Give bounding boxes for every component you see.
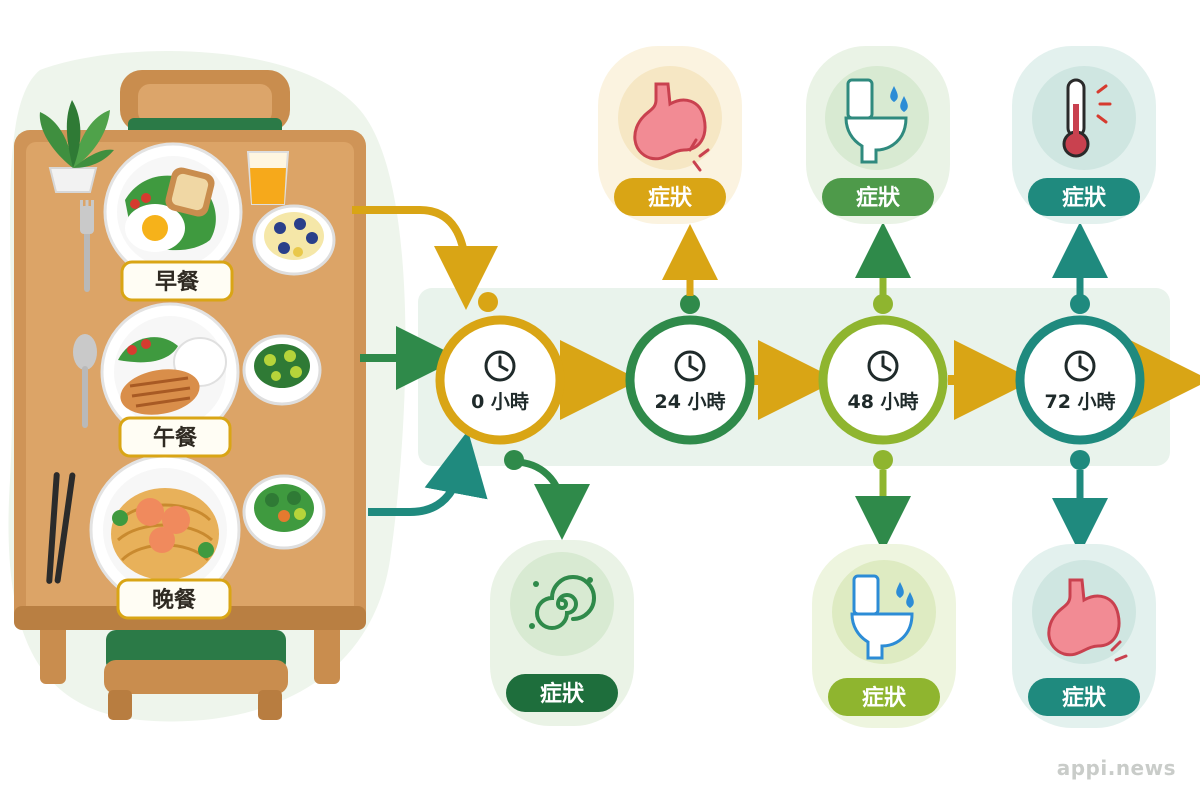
- connector-48h-up: [855, 222, 911, 314]
- lunch-plate: [100, 302, 240, 442]
- time-node-72h-label: 72 小時: [1044, 391, 1115, 413]
- symptom-card-48h-top: 症狀: [806, 46, 950, 224]
- chair-bottom: [104, 630, 288, 720]
- dinner-plate: [89, 454, 241, 606]
- toilet-icon: [844, 78, 908, 164]
- clock-icon: [1064, 350, 1096, 382]
- fork-icon: [80, 200, 94, 292]
- broccoli-bowl: [242, 474, 326, 550]
- time-node-48h: 48 小時: [818, 315, 948, 445]
- meal-label-lunch-text: 午餐: [153, 425, 198, 451]
- toilet-icon: [850, 574, 914, 660]
- arrow-dinner-to-start: [368, 430, 488, 516]
- stomach-pain-icon: [633, 82, 710, 172]
- arrow-breakfast-to-start: [352, 206, 498, 310]
- meal-label-breakfast-text: 早餐: [155, 270, 200, 295]
- clock-icon: [484, 350, 516, 382]
- time-node-48h-label: 48 小時: [847, 391, 918, 413]
- vegetable-bowl: [242, 334, 322, 406]
- connector-72h-up: [1052, 222, 1108, 314]
- stomach-pain-icon: [1047, 578, 1128, 662]
- thermometer-icon: [1062, 78, 1112, 158]
- connector-72h-down: [1052, 450, 1108, 554]
- time-node-24h: 24 小時: [625, 315, 755, 445]
- watermark: appi.news: [1056, 756, 1176, 780]
- meal-label-lunch: 午餐: [118, 416, 232, 458]
- symptom-card-72h-bottom: 症狀: [1012, 544, 1156, 728]
- symptom-card-72h-top-label: 症狀: [1062, 185, 1107, 211]
- time-node-24h-label: 24 小時: [654, 391, 725, 413]
- connector-48h-down: [855, 450, 911, 552]
- symptom-card-48h-bottom-label: 症狀: [862, 685, 907, 711]
- chair-top: [120, 70, 290, 138]
- potted-plant-icon: [39, 100, 114, 193]
- meal-label-breakfast: 早餐: [120, 260, 234, 302]
- clock-icon: [674, 350, 706, 382]
- symptom-card-0h-bottom-label: 症狀: [540, 681, 585, 707]
- symptom-card-72h-bottom-label: 症狀: [1062, 685, 1107, 711]
- fruit-bowl: [252, 204, 336, 276]
- symptom-card-48h-top-label: 症狀: [856, 185, 901, 211]
- symptom-card-48h-bottom: 症狀: [812, 544, 956, 728]
- spoon-icon: [73, 334, 97, 428]
- meal-label-dinner-text: 晚餐: [152, 588, 197, 613]
- time-node-72h: 72 小時: [1015, 315, 1145, 445]
- connector-24h-up: [662, 224, 718, 314]
- clock-icon: [867, 350, 899, 382]
- symptom-card-24h-top-label: 症狀: [648, 185, 693, 211]
- connector-0h-down: [504, 450, 590, 540]
- chopsticks-icon: [46, 472, 76, 584]
- start-indicator-dot: [478, 292, 498, 312]
- symptom-card-0h-bottom: 症狀: [490, 540, 634, 726]
- meal-label-dinner: 晚餐: [116, 578, 232, 620]
- time-node-0h-label: 0 小時: [471, 391, 529, 413]
- symptom-card-24h-top: 症狀: [598, 46, 742, 224]
- orange-juice-glass-icon: [246, 151, 290, 205]
- time-node-0h: 0 小時: [435, 315, 565, 445]
- symptom-card-72h-top: 症狀: [1012, 46, 1156, 224]
- dizziness-icon: [529, 575, 596, 630]
- breakfast-plate: [103, 142, 243, 282]
